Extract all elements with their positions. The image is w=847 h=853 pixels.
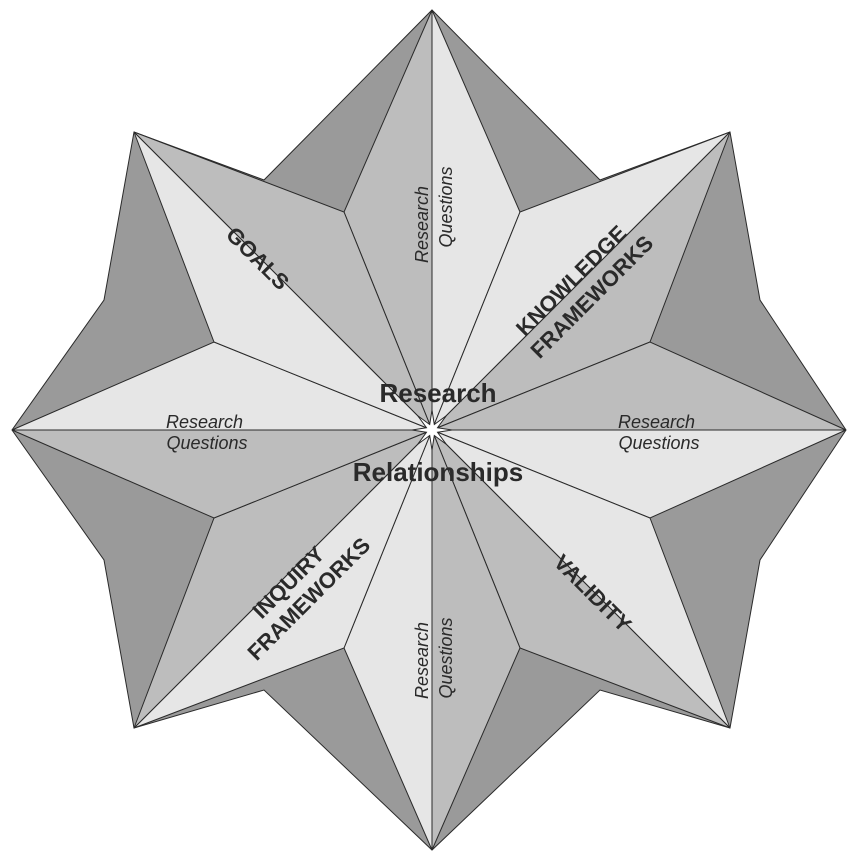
center-title-relationships: Relationships bbox=[353, 457, 523, 487]
center-title-research: Research bbox=[379, 378, 496, 408]
bottom-point-label: Research Questions bbox=[412, 617, 456, 699]
center-burst-icon bbox=[411, 409, 453, 451]
right-point-label: Research Questions bbox=[618, 412, 700, 453]
front-star-layer bbox=[11, 9, 847, 851]
left-point-label: Research Questions bbox=[166, 412, 248, 453]
top-point-label: Research Questions bbox=[412, 166, 456, 263]
star-facet bbox=[133, 131, 433, 431]
